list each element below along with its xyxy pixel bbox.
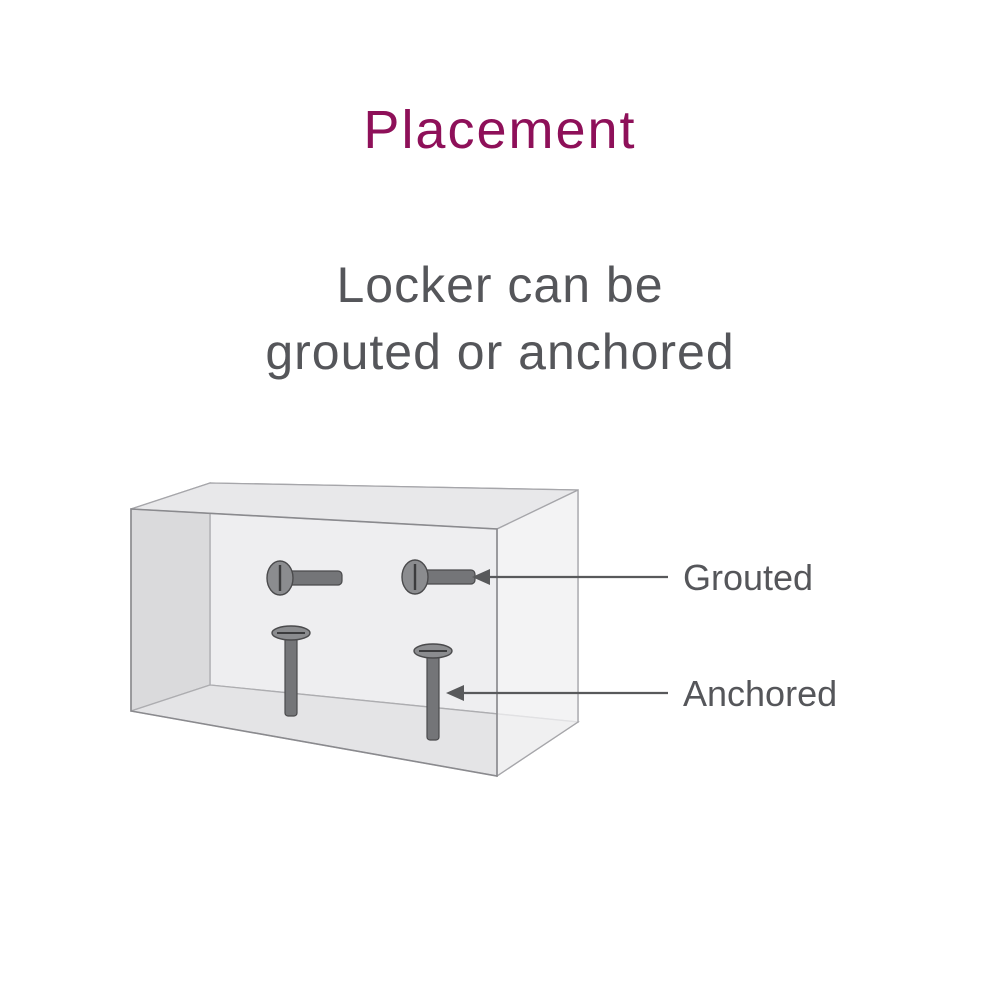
locker-box: [130, 482, 580, 778]
arrowhead-icon: [472, 569, 490, 585]
anchored-bolt-icon: [413, 643, 453, 741]
page-subtitle: Locker can be grouted or anchored: [0, 252, 1000, 386]
grouted-callout: Grouted: [472, 557, 813, 598]
anchored-callout: Anchored: [446, 673, 837, 714]
page-title: Placement: [363, 100, 637, 160]
subtitle-line: grouted or anchored: [265, 324, 735, 380]
subtitle-line: Locker can be: [336, 257, 664, 313]
locker-front-opening: [130, 508, 498, 777]
arrowhead-icon: [446, 685, 464, 701]
anchored-label: Anchored: [683, 673, 837, 714]
anchored-bolt-icon: [271, 625, 311, 717]
locker-right-face: [496, 488, 579, 778]
grouted-label: Grouted: [683, 557, 813, 598]
wall-bolts: [266, 559, 476, 596]
grouted-bolt-icon: [401, 559, 476, 595]
grouted-bolt-icon: [266, 560, 343, 596]
floor-bolts: [271, 625, 453, 741]
